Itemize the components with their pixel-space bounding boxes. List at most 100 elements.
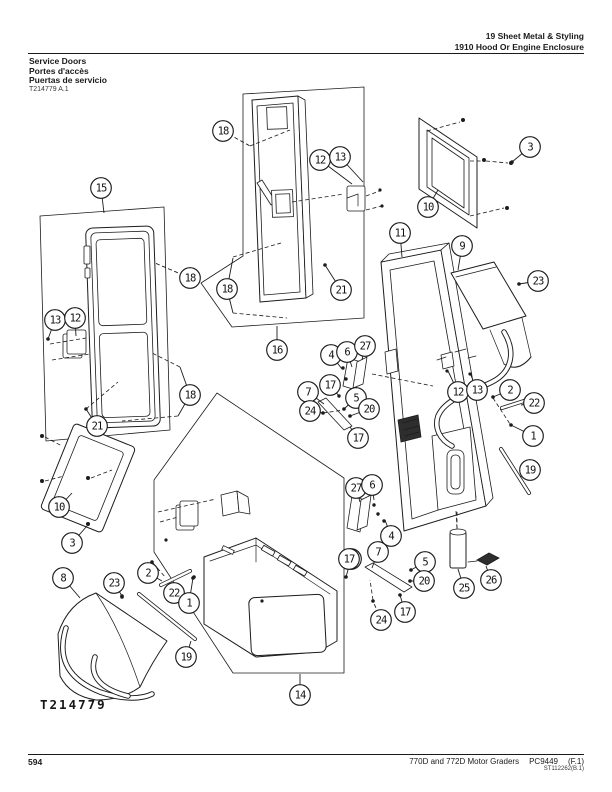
svg-text:4: 4 xyxy=(388,531,394,543)
svg-text:17: 17 xyxy=(344,554,355,566)
callout-7: 7 xyxy=(367,541,389,569)
svg-text:6: 6 xyxy=(344,347,350,359)
callout-17: 17 xyxy=(319,374,341,397)
callout-4: 4 xyxy=(380,519,402,547)
callout-16: 16 xyxy=(266,326,288,361)
svg-text:10: 10 xyxy=(423,202,434,214)
callout-17: 17 xyxy=(347,426,369,449)
svg-text:25: 25 xyxy=(459,583,470,595)
title-spanish: Puertas de servicio xyxy=(29,75,107,85)
footer-model-text: 770D and 772D Motor Graders xyxy=(409,757,520,766)
svg-text:17: 17 xyxy=(400,607,411,619)
callout-21: 21 xyxy=(84,407,108,437)
callout-3: 3 xyxy=(510,136,541,164)
footer-revision: (F.1) xyxy=(568,757,584,766)
svg-text:18: 18 xyxy=(185,273,196,285)
callout-14: 14 xyxy=(289,674,311,706)
part-hinge-cluster-upper xyxy=(317,356,434,431)
callout-7: 7 xyxy=(297,381,325,405)
svg-text:13: 13 xyxy=(472,385,483,397)
page-number: 594 xyxy=(28,757,43,767)
callout-19: 19 xyxy=(519,459,541,481)
svg-text:22: 22 xyxy=(529,398,540,410)
callout-13: 13 xyxy=(329,146,364,183)
svg-text:20: 20 xyxy=(364,404,375,416)
callout-8: 8 xyxy=(52,567,81,599)
svg-text:14: 14 xyxy=(295,690,306,702)
callout-27: 27 xyxy=(345,477,367,503)
title-french: Portes d'accès xyxy=(29,65,89,76)
svg-text:24: 24 xyxy=(376,615,387,627)
part-top-right-panel xyxy=(418,117,513,229)
svg-text:17: 17 xyxy=(325,380,336,392)
callout-4: 4 xyxy=(320,344,343,370)
svg-text:24: 24 xyxy=(305,406,316,418)
callout-17: 17 xyxy=(394,593,416,623)
svg-text:5: 5 xyxy=(353,393,359,405)
callout-23: 23 xyxy=(103,572,125,598)
callout-18: 18 xyxy=(212,120,251,147)
svg-text:26: 26 xyxy=(486,575,497,587)
svg-text:18: 18 xyxy=(222,284,233,296)
svg-text:2: 2 xyxy=(145,568,151,580)
callout-19: 19 xyxy=(175,640,197,668)
svg-text:19: 19 xyxy=(181,652,192,664)
svg-text:7: 7 xyxy=(375,547,381,559)
header-section: 19 Sheet Metal & Styling 1910 Hood Or En… xyxy=(455,31,584,52)
svg-text:16: 16 xyxy=(272,345,283,357)
callout-15: 15 xyxy=(90,177,112,214)
header-rule xyxy=(28,53,584,54)
svg-text:2: 2 xyxy=(507,385,513,397)
callout-18: 18 xyxy=(154,262,201,289)
callout-12: 12 xyxy=(64,307,86,337)
callout-9: 9 xyxy=(451,235,473,271)
callout-22: 22 xyxy=(163,581,185,604)
svg-text:18: 18 xyxy=(218,126,229,138)
section-titles: Service Doors Portes d'accès Puertas de … xyxy=(29,56,107,86)
svg-text:27: 27 xyxy=(351,483,362,495)
callout-10: 10 xyxy=(417,189,439,218)
svg-text:12: 12 xyxy=(453,387,464,399)
callout-24: 24 xyxy=(299,400,325,422)
svg-text:15: 15 xyxy=(96,183,107,195)
svg-text:5: 5 xyxy=(422,557,428,569)
header-section-line1: 19 Sheet Metal & Styling xyxy=(485,31,584,41)
title-english: Service Doors xyxy=(29,56,87,66)
header-section-line2: 1910 Hood Or Engine Enclosure xyxy=(454,41,584,52)
svg-text:17: 17 xyxy=(353,433,364,445)
svg-text:12: 12 xyxy=(315,155,326,167)
footer-rule xyxy=(28,754,584,755)
svg-text:11: 11 xyxy=(395,228,406,240)
callout-20: 20 xyxy=(408,570,435,592)
callout-3: 3 xyxy=(61,525,88,554)
part-hood-assembly xyxy=(57,560,197,701)
callout-17: 17 xyxy=(338,548,360,570)
callout-10: 10 xyxy=(48,492,73,518)
callout-2: 2 xyxy=(491,379,521,401)
callout-24: 24 xyxy=(370,599,392,631)
svg-text:21: 21 xyxy=(336,285,347,297)
svg-text:13: 13 xyxy=(335,152,346,164)
svg-text:12: 12 xyxy=(70,313,81,325)
callout-2: 2 xyxy=(137,562,163,584)
callout-23: 23 xyxy=(517,270,549,292)
footer-catalog-code: PC9449 xyxy=(529,757,558,766)
part-right-door-assembly xyxy=(380,242,532,532)
svg-text:27: 27 xyxy=(360,341,371,353)
svg-text:4: 4 xyxy=(328,350,334,362)
figure-reference: T214779 A.1 xyxy=(29,86,69,93)
svg-text:3: 3 xyxy=(69,538,75,550)
part-clip xyxy=(476,552,500,566)
callout-26: 26 xyxy=(480,565,502,591)
svg-text:21: 21 xyxy=(92,421,103,433)
svg-text:22: 22 xyxy=(169,588,180,600)
callout-22: 22 xyxy=(520,392,545,414)
part-hinge-cluster-lower xyxy=(346,494,413,601)
callout-20: 20 xyxy=(348,398,380,420)
svg-text:20: 20 xyxy=(419,576,430,588)
figure-caption: T214779 xyxy=(40,697,107,712)
svg-text:10: 10 xyxy=(54,502,65,514)
callout-18: 18 xyxy=(216,257,238,314)
svg-text:8: 8 xyxy=(60,573,66,585)
